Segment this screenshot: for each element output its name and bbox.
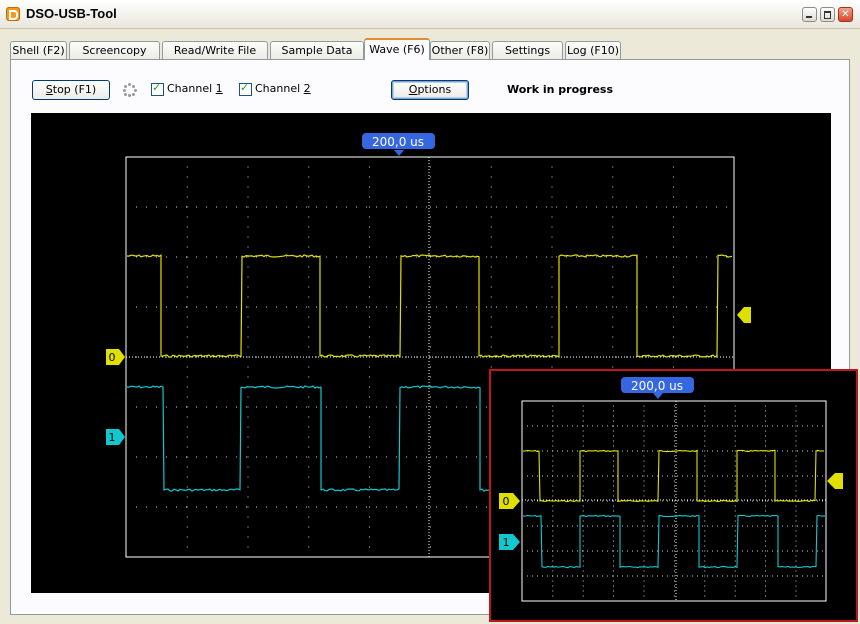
minimize-icon xyxy=(803,8,816,21)
busy-spinner-icon xyxy=(123,83,137,97)
stop-button[interactable]: Stop (F1) xyxy=(32,80,110,100)
channel-1-label: Channel xyxy=(167,82,216,95)
channel-1-check-icon xyxy=(151,81,164,96)
tab-screencopy[interactable]: Screencopy (F3) xyxy=(69,41,160,75)
close-icon: ✕ xyxy=(841,9,850,20)
channel-1-checkbox[interactable]: Channel 1 xyxy=(151,81,223,98)
preview-time-marker-badge xyxy=(621,377,694,393)
preview-frame xyxy=(521,400,827,602)
options-button-label: ptions xyxy=(417,83,452,96)
tab-wave[interactable]: Wave (F6) xyxy=(364,38,430,60)
tab-read-write-file[interactable]: Read/Write File (F4) xyxy=(162,41,268,75)
tab-sample-data[interactable]: Sample Data (F5) xyxy=(270,41,364,75)
options-button[interactable]: Options xyxy=(391,80,469,100)
channel-2-label: Channel xyxy=(255,82,304,95)
channel-0-marker[interactable] xyxy=(106,349,125,365)
tab-shell[interactable]: Shell (F2) xyxy=(10,41,67,59)
time-marker-pointer-icon xyxy=(394,150,404,156)
preview-channel-0-marker xyxy=(499,493,520,509)
preview-channel-1-marker-label: 1 xyxy=(503,536,510,549)
preview-time-marker-label: 200,0 us xyxy=(631,379,683,393)
channel-0-marker-label: 0 xyxy=(109,351,116,364)
channel-2-checkbox[interactable]: Channel 2 xyxy=(239,81,311,98)
maximize-icon xyxy=(821,8,834,21)
tab-log[interactable]: Log (F10) xyxy=(565,41,621,59)
tab-other[interactable]: Other (F8) xyxy=(430,41,490,59)
app-logo-icon xyxy=(6,7,20,21)
channel-2-check-icon xyxy=(239,81,252,96)
minimize-button[interactable] xyxy=(802,7,817,22)
preview-channel-0-trace xyxy=(522,449,824,503)
preview-time-marker-pointer-icon xyxy=(653,393,663,399)
maximize-button[interactable] xyxy=(820,7,835,22)
tab-settings[interactable]: Settings (F9) xyxy=(492,41,563,75)
preview-svg: 200,0 us 0 1 xyxy=(499,377,843,602)
status-text: Work in progress xyxy=(507,83,614,96)
preview-channel-1-trace xyxy=(522,514,825,569)
preview-inset[interactable]: 200,0 us 0 1 xyxy=(489,369,858,622)
stop-button-label: top (F1) xyxy=(52,83,97,96)
close-button[interactable]: ✕ xyxy=(838,7,853,22)
channel-1-marker[interactable] xyxy=(106,429,125,445)
time-marker-badge[interactable] xyxy=(362,133,435,149)
window-title: DSO-USB-Tool xyxy=(26,6,117,21)
stop-accel-key: S xyxy=(45,83,53,96)
preview-channel-0-marker-label: 0 xyxy=(503,495,510,508)
channel-0-trace xyxy=(126,254,733,358)
channel-2-accel-key: 2 xyxy=(303,82,311,95)
preview-trigger-level-marker xyxy=(827,473,843,489)
channel-1-marker-label: 1 xyxy=(109,431,116,444)
preview-channel-1-marker xyxy=(499,534,520,550)
trigger-level-marker[interactable] xyxy=(737,307,751,323)
options-accel-key: O xyxy=(408,83,418,96)
time-marker-label: 200,0 us xyxy=(372,135,424,149)
title-bar[interactable]: DSO-USB-Tool ✕ xyxy=(0,0,860,29)
channel-1-accel-key: 1 xyxy=(215,82,223,95)
